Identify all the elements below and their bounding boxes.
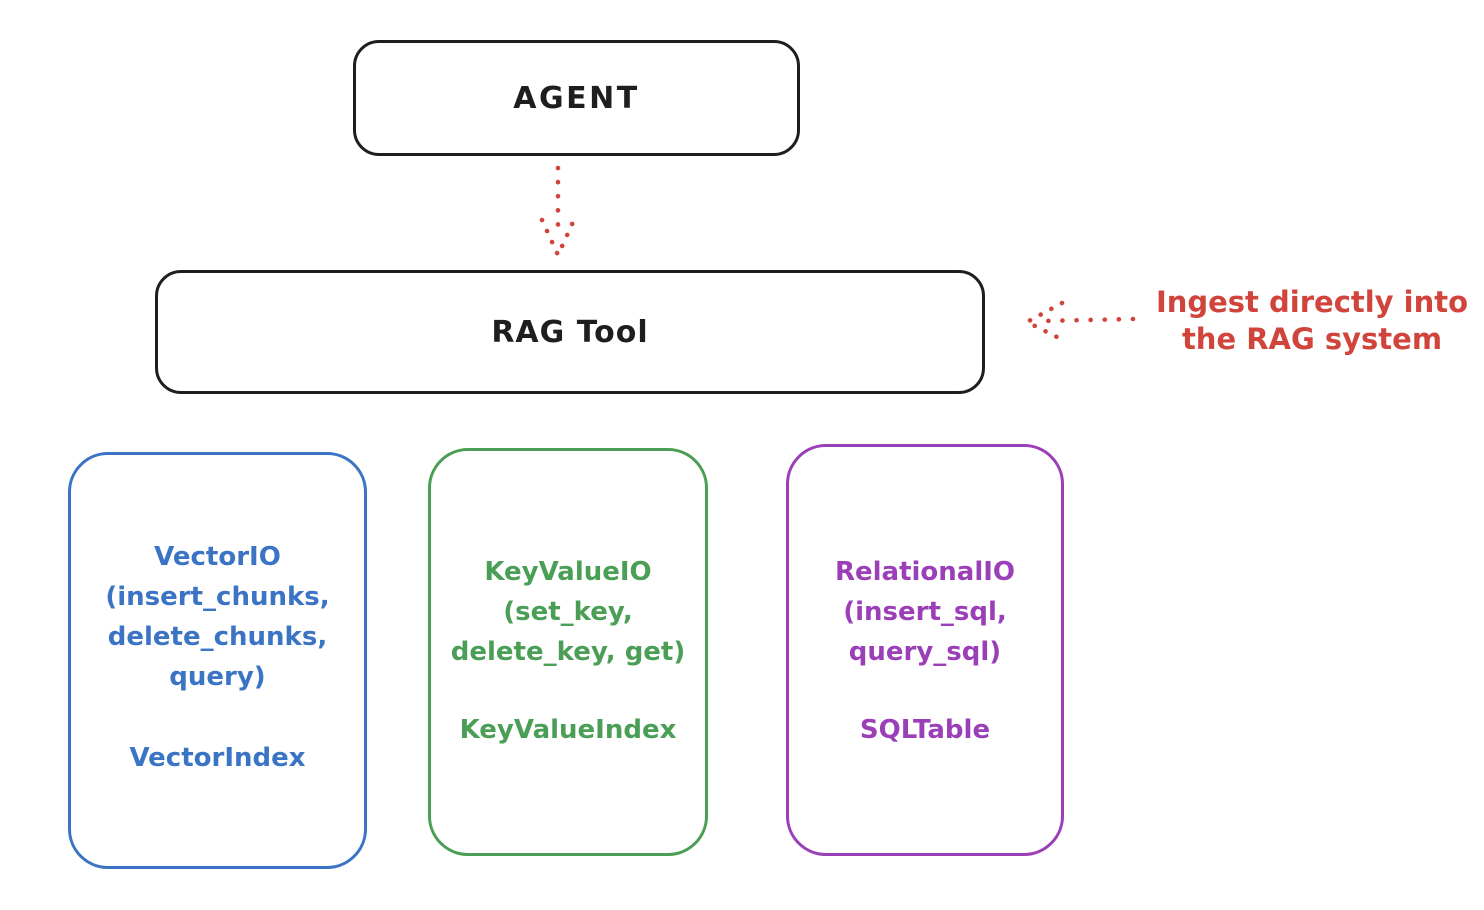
vector-index-label: VectorIndex xyxy=(129,743,306,773)
arrow-head-down-icon xyxy=(539,217,577,261)
agent-box: AGENT xyxy=(353,40,800,156)
relational-io-methods: RelationalIO (insert_sql, query_sql) xyxy=(834,557,1016,667)
agent-label: AGENT xyxy=(513,80,640,116)
keyvalue-index-label: KeyValueIndex xyxy=(459,715,677,745)
relational-io-box: RelationalIO (insert_sql, query_sql) SQL… xyxy=(786,444,1064,856)
arrow-shaft xyxy=(1039,316,1136,324)
keyvalue-io-box: KeyValueIO (set_key, delete_key, get) Ke… xyxy=(428,448,708,856)
ingest-annotation-text: Ingest directly into the RAG system xyxy=(1155,285,1469,356)
sql-table-label: SQLTable xyxy=(859,715,991,745)
rag-tool-label: RAG Tool xyxy=(491,314,649,350)
keyvalue-io-methods: KeyValueIO (set_key, delete_key, get) xyxy=(450,557,686,667)
arrow-head-left-icon xyxy=(1022,300,1066,343)
ingest-into-rag-arrow-icon xyxy=(1022,300,1136,343)
vector-io-box: VectorIO (insert_chunks, delete_chunks, … xyxy=(68,452,367,869)
rag-tool-box: RAG Tool xyxy=(155,270,985,394)
vector-io-methods: VectorIO (insert_chunks, delete_chunks, … xyxy=(105,542,330,692)
agent-to-rag-tool-arrow-icon xyxy=(539,165,577,261)
